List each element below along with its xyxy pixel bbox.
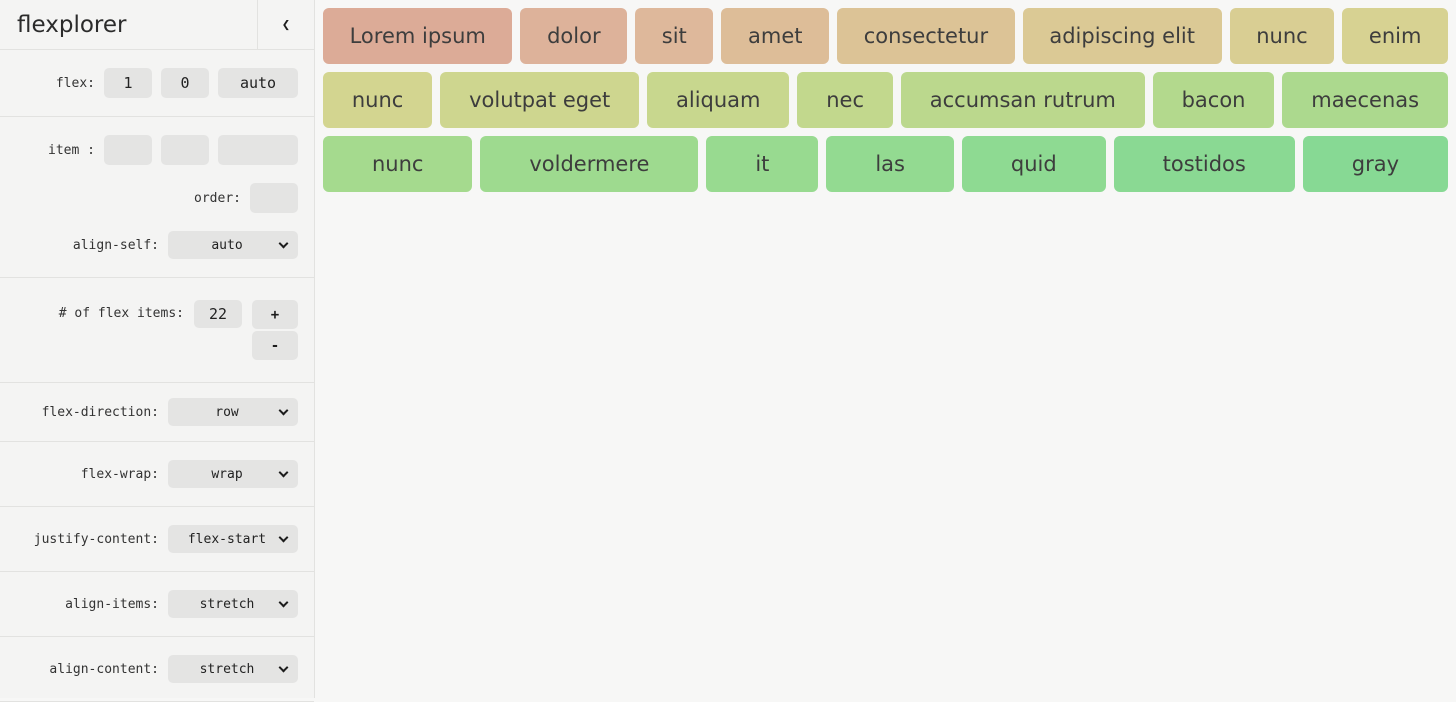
flex-item[interactable]: maecenas xyxy=(1282,72,1448,128)
flex-wrap-select-wrap: wrap xyxy=(168,460,298,488)
align-self-control-row: align-self: auto xyxy=(16,231,298,259)
flex-item[interactable]: it xyxy=(706,136,819,192)
order-label: order: xyxy=(194,190,241,206)
flex-direction-select-wrap: row xyxy=(168,398,298,426)
flex-item[interactable]: nunc xyxy=(1229,8,1335,64)
align-self-select-wrap: auto xyxy=(168,231,298,259)
decrement-count-button[interactable]: - xyxy=(252,331,298,360)
section-flex: flex: xyxy=(0,50,314,117)
section-count: # of flex items: + - xyxy=(0,278,314,383)
flex-basis-input[interactable] xyxy=(218,68,298,98)
order-input[interactable] xyxy=(250,183,298,213)
align-items-control-row: align-items: stretch xyxy=(16,590,298,618)
flex-item[interactable]: voldermere xyxy=(480,136,699,192)
flex-item[interactable]: amet xyxy=(721,8,830,64)
flex-item[interactable]: adipiscing elit xyxy=(1022,8,1222,64)
count-label: # of flex items: xyxy=(58,306,184,321)
flex-item[interactable]: las xyxy=(826,136,954,192)
flex-item[interactable]: consectetur xyxy=(837,8,1015,64)
align-self-label: align-self: xyxy=(72,237,159,253)
flex-item[interactable]: quid xyxy=(961,136,1106,192)
justify-content-select-wrap: flex-start xyxy=(168,525,298,553)
flex-direction-control-row: flex-direction: row xyxy=(16,398,298,426)
flex-item[interactable]: dolor xyxy=(520,8,628,64)
section-align-items: align-items: stretch xyxy=(0,572,314,637)
flex-direction-select[interactable]: row xyxy=(168,398,298,426)
section-flex-direction: flex-direction: row xyxy=(0,383,314,442)
justify-content-control-row: justify-content: flex-start xyxy=(16,525,298,553)
align-content-select-wrap: stretch xyxy=(168,655,298,683)
flex-item[interactable]: nunc xyxy=(323,136,473,192)
collapse-sidebar-button[interactable]: ❮ xyxy=(257,0,314,49)
flex-shrink-input[interactable] xyxy=(161,68,209,98)
justify-content-label: justify-content: xyxy=(33,531,159,547)
align-content-control-row: align-content: stretch xyxy=(16,655,298,683)
align-content-label: align-content: xyxy=(49,661,159,677)
flex-item-count-input[interactable] xyxy=(194,300,242,328)
item-control-row: item : xyxy=(16,135,298,165)
flex-wrap-label: flex-wrap: xyxy=(80,466,159,482)
align-items-select-wrap: stretch xyxy=(168,590,298,618)
sidebar: flexplorer ❮ flex: item : order: align-s… xyxy=(0,0,315,702)
flex-item[interactable]: sit xyxy=(635,8,714,64)
section-justify-content: justify-content: flex-start xyxy=(0,507,314,572)
flex-item[interactable]: gray xyxy=(1302,136,1448,192)
item-label: item : xyxy=(48,142,95,158)
item-flex-basis-input[interactable] xyxy=(218,135,298,165)
section-item: item : order: align-self: auto xyxy=(0,117,314,278)
flex-item[interactable]: bacon xyxy=(1152,72,1275,128)
count-control-row: # of flex items: + - xyxy=(16,300,298,360)
align-content-select[interactable]: stretch xyxy=(168,655,298,683)
align-self-select[interactable]: auto xyxy=(168,231,298,259)
flex-wrap-control-row: flex-wrap: wrap xyxy=(16,460,298,488)
flex-item[interactable]: aliquam xyxy=(647,72,790,128)
increment-count-button[interactable]: + xyxy=(252,300,298,329)
sidebar-header: flexplorer ❮ xyxy=(0,0,314,50)
section-align-content: align-content: stretch xyxy=(0,637,314,702)
chevron-left-icon: ❮ xyxy=(281,16,291,33)
flex-item[interactable]: enim xyxy=(1342,8,1449,64)
flex-grow-input[interactable] xyxy=(104,68,152,98)
flex-label: flex: xyxy=(55,75,95,91)
flex-item[interactable]: nunc xyxy=(323,72,433,128)
item-flex-grow-input[interactable] xyxy=(104,135,152,165)
flex-item[interactable]: Lorem ipsum xyxy=(323,8,513,64)
align-items-select[interactable]: stretch xyxy=(168,590,298,618)
flex-item[interactable]: tostidos xyxy=(1113,136,1295,192)
flex-direction-label: flex-direction: xyxy=(41,404,159,420)
app-title: flexplorer xyxy=(17,12,127,38)
flex-item[interactable]: accumsan rutrum xyxy=(900,72,1145,128)
section-flex-wrap: flex-wrap: wrap xyxy=(0,442,314,507)
flex-item[interactable]: volutpat eget xyxy=(440,72,640,128)
order-control-row: order: xyxy=(16,183,298,213)
item-flex-shrink-input[interactable] xyxy=(161,135,209,165)
flex-wrap-select[interactable]: wrap xyxy=(168,460,298,488)
count-stepper: + - xyxy=(252,300,298,360)
justify-content-select[interactable]: flex-start xyxy=(168,525,298,553)
flex-control-row: flex: xyxy=(16,68,298,98)
flex-item[interactable]: nec xyxy=(797,72,893,128)
align-items-label: align-items: xyxy=(65,596,159,612)
